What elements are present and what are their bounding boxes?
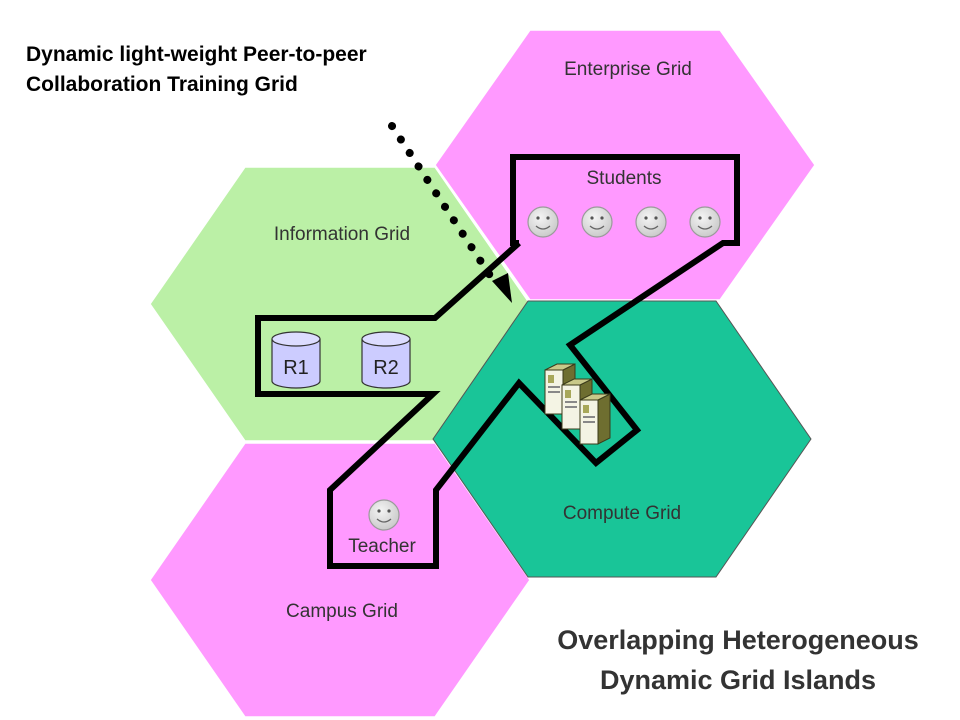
student-3-smiley-face-icon [635, 206, 667, 238]
diagram-heading: Dynamic light-weight Peer-to-peer Collab… [26, 40, 367, 100]
information-grid-label: Information Grid [274, 224, 410, 245]
footer-line-1: Overlapping Heterogeneous [557, 625, 919, 655]
compute-grid-label: Compute Grid [563, 503, 681, 524]
footer-line-2: Dynamic Grid Islands [599, 665, 877, 695]
teacher-label: Teacher [348, 536, 416, 557]
heading-line-2: Collaboration Training Grid [26, 73, 298, 96]
arrow-head-icon [492, 273, 512, 303]
enterprise-grid-hexagon [434, 29, 816, 301]
student-1-smiley-face-icon [527, 206, 559, 238]
r1-database-cylinder-icon [271, 331, 321, 389]
students-label: Students [587, 168, 662, 189]
campus-grid-label: Campus Grid [286, 601, 398, 622]
teacher-smiley-face-icon [368, 499, 400, 531]
heading-line-1: Dynamic light-weight Peer-to-peer [26, 43, 367, 66]
diagram-footer-title: Overlapping Heterogeneous Dynamic Grid I… [508, 620, 960, 700]
r2-label: R2 [373, 357, 399, 379]
dotted-arrow-line [388, 122, 499, 287]
student-4-smiley-face-icon [689, 206, 721, 238]
collaboration-path [255, 154, 740, 569]
enterprise-grid-label: Enterprise Grid [564, 59, 692, 80]
r2-database-cylinder-icon [361, 331, 411, 389]
student-2-smiley-face-icon [581, 206, 613, 238]
r1-label: R1 [283, 357, 309, 379]
